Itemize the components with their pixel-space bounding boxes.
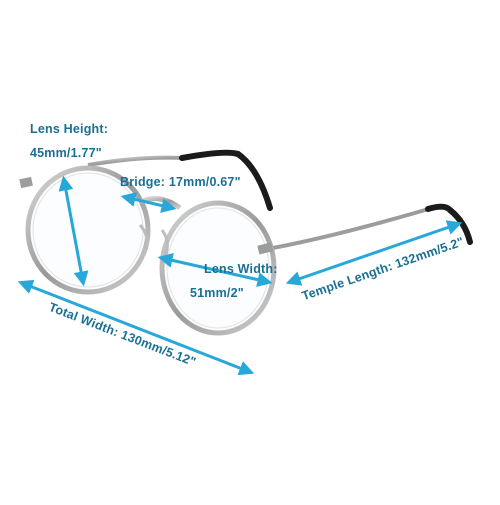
- total-width-arrow: [17, 279, 255, 376]
- lens-width-value: 51mm/2": [190, 286, 244, 300]
- lens-width-arrow: [157, 253, 273, 287]
- bridge-arrow: [120, 192, 177, 213]
- hinge: [257, 242, 274, 255]
- lens-height-label: Lens Height:: [30, 122, 109, 136]
- lens-width-label: Lens Width:: [204, 262, 278, 276]
- nose-pad: [160, 229, 169, 256]
- lens-height-arrow: [58, 175, 89, 287]
- bridge-label: Bridge: 17mm/0.67": [120, 175, 241, 189]
- bridge-value: 17mm/0.67": [168, 175, 241, 189]
- hinge: [19, 176, 33, 189]
- nose-pad: [138, 223, 149, 251]
- bridge-label-text: Bridge:: [120, 175, 166, 189]
- lens-height-value: 45mm/1.77": [30, 146, 102, 160]
- far-temple-arm: [87, 149, 273, 211]
- temple-length-arrow: [285, 220, 463, 286]
